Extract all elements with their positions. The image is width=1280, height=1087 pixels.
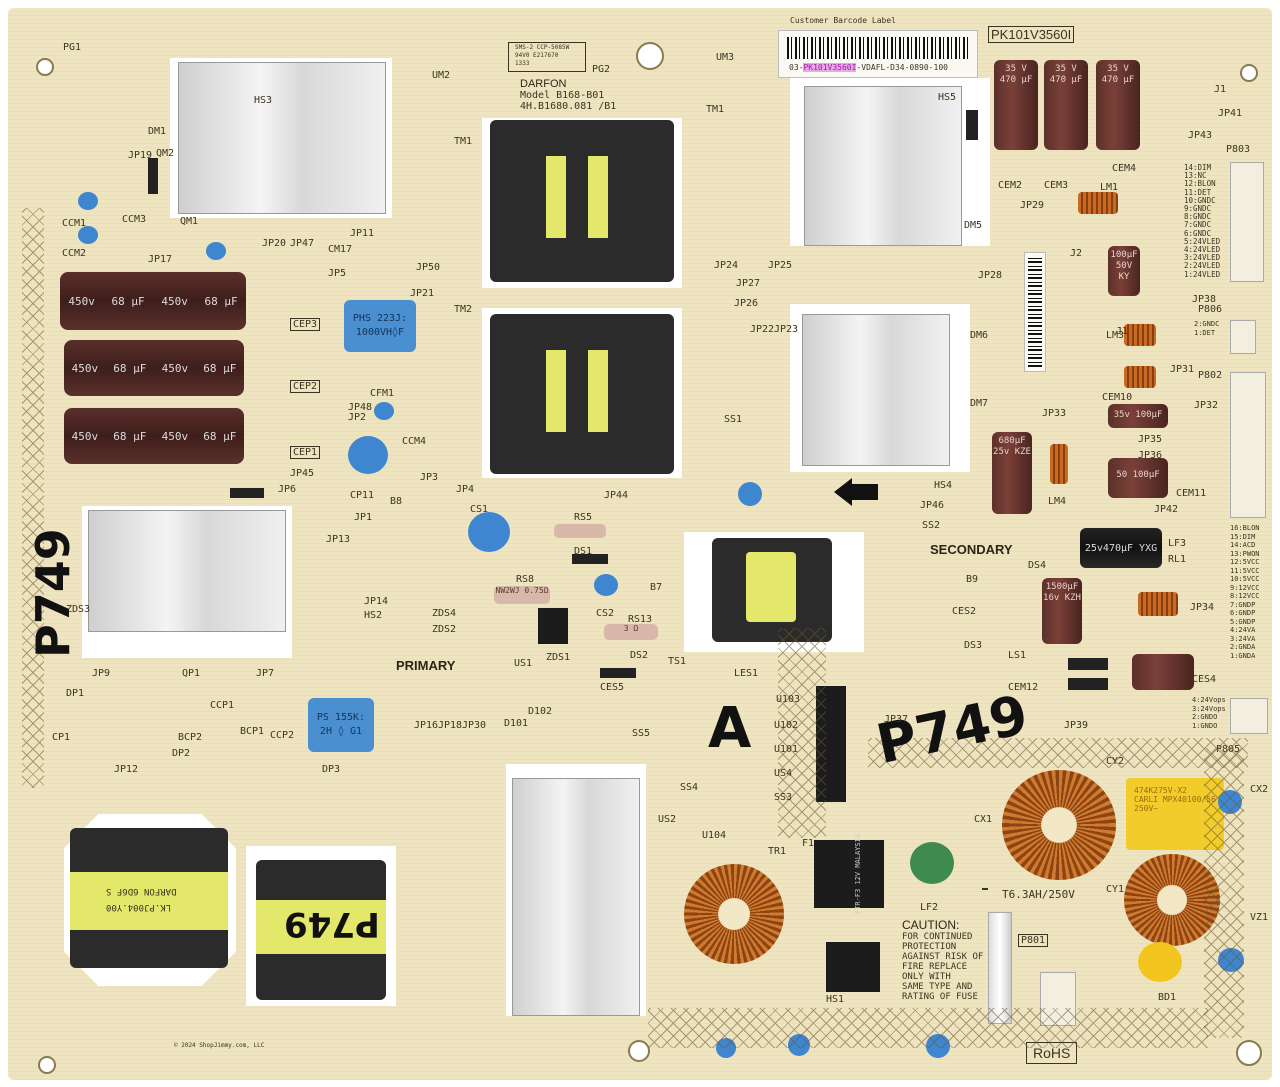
- disc-cap-cy5: [738, 482, 762, 506]
- mount-hole-pg2: [636, 42, 664, 70]
- connector-p805: [1230, 698, 1268, 734]
- mount-hole-pg3: [1240, 64, 1258, 82]
- inductor-ls1: [1138, 592, 1178, 616]
- fuse-rating: T6.3AH/250V: [1002, 888, 1075, 901]
- diode-jp6: [230, 488, 264, 498]
- transformer-t2: DARFON 6D6F S LK.PJ004.Y00: [70, 828, 228, 968]
- cap-cem6: 680µF 25v KZE: [992, 432, 1032, 514]
- mount-hole-pg4: [38, 1056, 56, 1074]
- connector-p806: [1230, 320, 1256, 354]
- cap-cem11: 50 100µF: [1108, 458, 1168, 498]
- primary-label: PRIMARY: [396, 658, 456, 673]
- heatsink-hs3: [178, 62, 386, 214]
- varistor-vz1: [1138, 942, 1182, 982]
- diode-dm1: [148, 158, 158, 194]
- copyright: © 2024 ShopJimmy.com, LLC: [174, 1042, 265, 1049]
- cap-cem9: 100µF 50V KY: [1108, 246, 1140, 296]
- inductor-lm2: [1124, 366, 1156, 388]
- heatsink-hs2: [88, 510, 286, 632]
- disc-cap-cs1: [468, 512, 510, 552]
- model-line: Model B168-B01: [520, 90, 605, 101]
- inductor-lm1: [1078, 192, 1118, 214]
- relay-rl1: FTR-F3 12V MALAYSIA: [814, 834, 884, 914]
- fuse-f1: [988, 912, 1012, 1024]
- heatsink-hs5: [804, 86, 962, 246]
- ul-block: SMS-2 CCP-5085W 94V0 E217670 1333: [508, 42, 586, 72]
- diode-dm4: [966, 110, 978, 140]
- customer-barcode-label: 03-PK101V3560I-VDAFL-D34-0890-100: [778, 30, 978, 78]
- mount-hole-pg6: [1236, 1040, 1262, 1066]
- transformer-ts1: [712, 538, 832, 642]
- trace-hatch-edge: [1204, 748, 1244, 1038]
- manufacturer: DARFON: [520, 78, 567, 90]
- barcode-text: 03-PK101V3560I-VDAFL-D34-0890-100: [789, 63, 948, 72]
- ic-us1: [538, 608, 568, 644]
- resistor-rs8: NW2WJ 0.75Ω: [494, 586, 550, 604]
- barcode: [787, 37, 969, 59]
- handwriting-left: P749: [26, 528, 80, 658]
- heatsink-hs1: [512, 778, 640, 1016]
- connector-p803: [1230, 162, 1264, 282]
- transformer-tm1: [490, 120, 674, 282]
- film-cap-top: PHS 223J:1000VH◊F: [344, 300, 416, 352]
- pcb-board: Customer Barcode Label 03-PK101V3560I-VD…: [8, 8, 1272, 1080]
- toroid-lf2: [1002, 770, 1116, 880]
- diode-ds3: [1068, 658, 1108, 670]
- disc-cap-cs2: [594, 574, 618, 596]
- resistor-rs13: 3 Ω: [604, 624, 658, 640]
- secondary-label: SECONDARY: [930, 542, 1013, 557]
- side-barcode-label: [1024, 252, 1046, 372]
- cap-cem12: [1132, 654, 1194, 690]
- trace-hatch-left: [22, 208, 44, 788]
- arrow-icon: [834, 478, 852, 506]
- trace-hatch-center: [778, 628, 826, 838]
- heatsink-hs4: [802, 314, 950, 466]
- mount-hole-pg1: [36, 58, 54, 76]
- diode-ds1: [572, 554, 608, 564]
- resistor-rs5: [554, 524, 606, 538]
- cap-ces4: 25v470µF YXG: [1080, 528, 1162, 568]
- inductor-lm3: [1124, 324, 1156, 346]
- bridge-rectifier: [826, 942, 880, 992]
- disc-cap-ccm3: [78, 192, 98, 210]
- trace-hatch-bottom: [648, 1008, 1208, 1048]
- disc-cap-cp11: [348, 436, 388, 474]
- toroid-lf3: [684, 864, 784, 964]
- mount-hole-pg5: [628, 1040, 650, 1062]
- customer-label-title: Customer Barcode Label: [790, 16, 896, 25]
- trace-hatch-right: [868, 738, 1248, 768]
- diode-ds4: [1068, 678, 1108, 690]
- part-code-box: PK101V3560I: [988, 26, 1075, 43]
- connector-p802: [1230, 372, 1266, 518]
- cap-ces1: 1500µF 16v KZH: [1042, 578, 1082, 644]
- transformer-tm2: [490, 314, 674, 474]
- disc-cap-ccm2: [206, 242, 226, 260]
- part-number: 4H.B1680.081 /B1: [520, 101, 617, 112]
- caution-block: CAUTION: FOR CONTINUED PROTECTION AGAINS…: [902, 918, 984, 1002]
- transformer-t1: P749: [256, 860, 386, 1000]
- inductor-lm4: [1050, 444, 1068, 484]
- handwriting-mark: A: [708, 696, 752, 761]
- cap-cem10: 35v 100µF: [1108, 404, 1168, 428]
- diode-ds2: [600, 668, 636, 678]
- disc-cap-ccm4: [374, 402, 394, 420]
- film-cap-bottom: PS 155K:2H ◊ G1: [308, 698, 374, 752]
- thermistor-tr1: [910, 842, 954, 884]
- disc-cap-ccm1: [78, 226, 98, 244]
